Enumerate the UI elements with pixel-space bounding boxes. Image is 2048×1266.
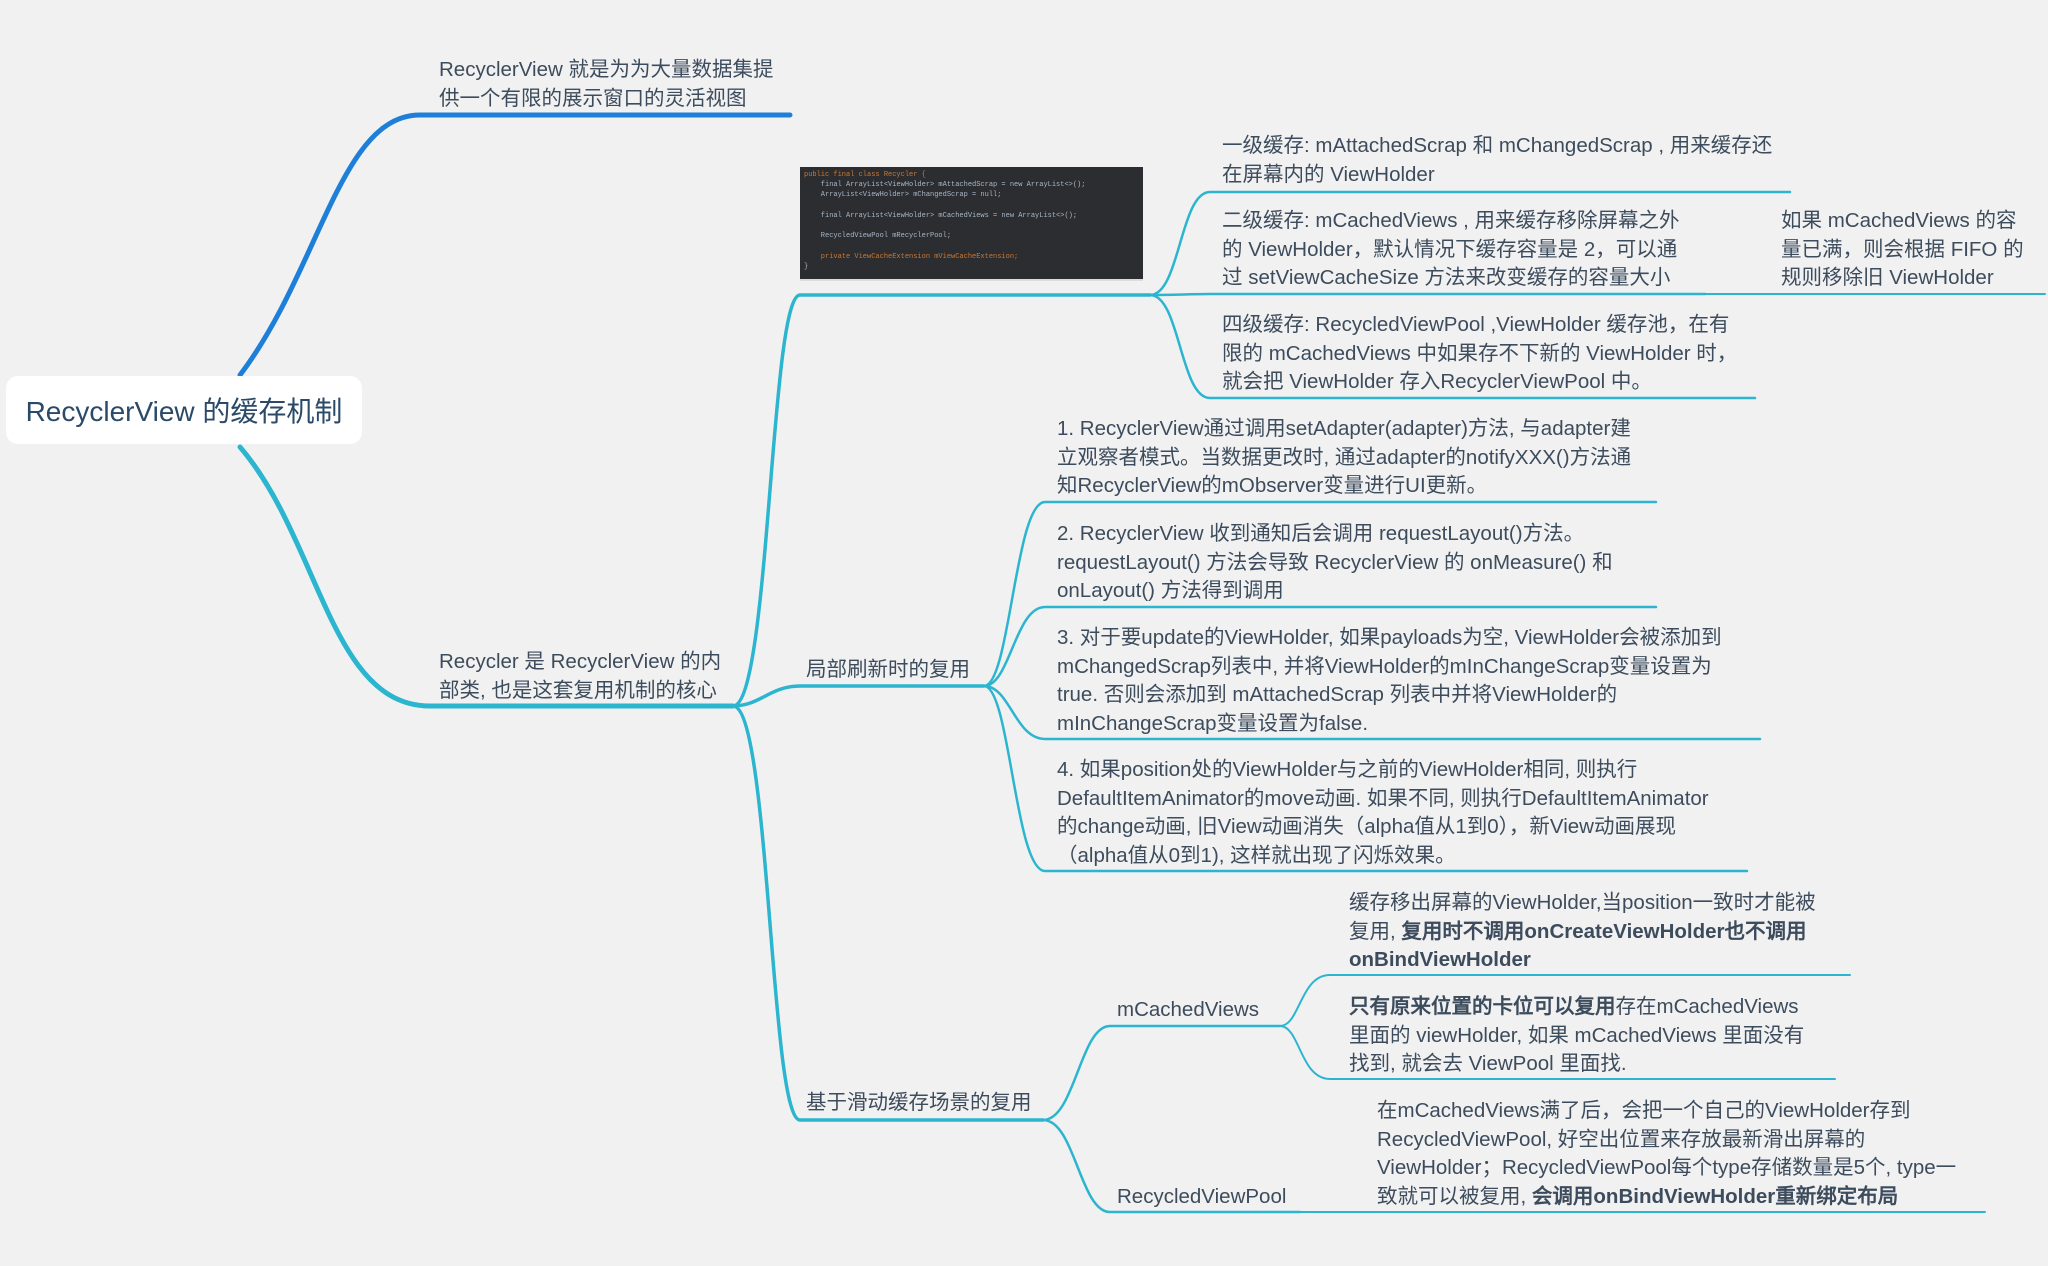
partial-step2-node[interactable]: 2. RecyclerView 收到通知后会调用 requestLayout()… <box>1057 520 1613 606</box>
recycler-line-1: Recycler 是 RecyclerView 的内 <box>439 650 722 673</box>
cache-level1-node[interactable]: 一级缓存: mAttachedScrap 和 mChangedScrap , 用… <box>1222 132 1772 189</box>
branch-root-intro <box>237 112 793 378</box>
level2-note-line-3: 规则移除旧 ViewHolder <box>1781 266 1994 289</box>
level2-line-3: 过 setViewCacheSize 方法来改变缓存的容量大小 <box>1222 266 1671 289</box>
partial-refresh-label: 局部刷新时的复用 <box>806 658 970 681</box>
level4-line-3: 就会把 ViewHolder 存入RecyclerViewPool 中。 <box>1222 370 1652 393</box>
scroll-cache-label: 基于滑动缓存场景的复用 <box>806 1091 1032 1114</box>
cache-level4-node[interactable]: 四级缓存: RecycledViewPool ,ViewHolder 缓存池，在… <box>1222 311 1737 397</box>
partial-step4-node[interactable]: 4. 如果position处的ViewHolder与之前的ViewHolder相… <box>1057 756 1709 870</box>
step3-line-3: true. 否则会添加到 mAttachedScrap 列表中并将ViewHol… <box>1057 683 1618 706</box>
mc-note1-line-1: 缓存移出屏幕的ViewHolder,当position一致时才能被 <box>1349 891 1816 914</box>
pool-note-line-4-bold: 会调用onBindViewHolder重新绑定布局 <box>1531 1184 1899 1208</box>
mcachedviews-note2[interactable]: 只有原来位置的卡位可以复用存在mCachedViews 里面的 viewHold… <box>1349 993 1804 1079</box>
branch-partial-step1 <box>982 500 1658 688</box>
mcachedviews-node[interactable]: mCachedViews <box>1117 996 1259 1025</box>
step4-line-3: 的change动画, 旧View动画消失（alpha值从1到0），新View动画… <box>1057 815 1676 838</box>
cache-level2-node[interactable]: 二级缓存: mCachedViews , 用来缓存移除屏幕之外 的 ViewHo… <box>1222 207 1680 293</box>
code-line-10: } <box>804 262 809 271</box>
level2-line-1: 二级缓存: mCachedViews , 用来缓存移除屏幕之外 <box>1222 209 1680 232</box>
level1-line-2: 在屏幕内的 ViewHolder <box>1222 162 1435 186</box>
pool-note-line-1: 在mCachedViews满了后，会把一个自己的ViewHolder存到 <box>1377 1099 1911 1122</box>
root-label: RecyclerView 的缓存机制 <box>25 396 343 427</box>
level4-line-2: 限的 mCachedViews 中如果存不下新的 ViewHolder 时， <box>1222 341 1738 365</box>
pool-note-line-2: RecycledViewPool, 好空出位置来存放最新滑出屏幕的 <box>1377 1127 1866 1151</box>
step2-line-3: onLayout() 方法得到调用 <box>1057 579 1284 602</box>
scroll-cache-node[interactable]: 基于滑动缓存场景的复用 <box>806 1089 1032 1118</box>
root-node[interactable]: RecyclerView 的缓存机制 <box>6 376 362 444</box>
recycler-node[interactable]: Recycler 是 RecyclerView 的内 部类, 也是这套复用机制的… <box>439 648 721 705</box>
mc-note1-line-3: onBindViewHolder <box>1349 946 1816 975</box>
code-line-9: private ViewCacheExtension mViewCacheExt… <box>804 252 1019 261</box>
branch-scroll-pool <box>1041 1118 1302 1214</box>
intro-line-1: RecyclerView 就是为为大量数据集提 <box>439 58 774 81</box>
level4-line-1: 四级缓存: RecycledViewPool ,ViewHolder 缓存池，在… <box>1222 313 1730 336</box>
mc-note1-line-2: 复用, 复用时不调用onCreateViewHolder也不调用 <box>1349 918 1816 947</box>
mc-note2-line-1: 只有原来位置的卡位可以复用存在mCachedViews <box>1349 993 1804 1022</box>
mc-note2-line-1-plain: 存在mCachedViews <box>1615 995 1799 1018</box>
step4-line-2: DefaultItemAnimator的move动画. 如果不同, 则执行Def… <box>1057 786 1709 810</box>
recycledviewpool-note[interactable]: 在mCachedViews满了后，会把一个自己的ViewHolder存到 Rec… <box>1377 1097 1956 1211</box>
level2-note-line-1: 如果 mCachedViews 的容 <box>1781 209 2017 232</box>
pool-note-line-4-plain: 致就可以被复用, <box>1377 1184 1532 1208</box>
step1-line-2: 立观察者模式。当数据更改时, 通过adapter的notifyXXX()方法通 <box>1057 445 1632 469</box>
code-line-7: RecycledViewPool mRecyclerPool; <box>804 232 952 241</box>
step1-line-1: 1. RecyclerView通过调用setAdapter(adapter)方法… <box>1057 417 1631 440</box>
step2-line-1: 2. RecyclerView 收到通知后会调用 requestLayout()… <box>1057 522 1585 545</box>
branch-partial-step4 <box>982 684 1749 873</box>
level1-line-1: 一级缓存: mAttachedScrap 和 mChangedScrap , 用… <box>1222 134 1773 157</box>
mc-note2-line-1-bold: 只有原来位置的卡位可以复用 <box>1349 995 1616 1018</box>
branch-mcached-note1 <box>1279 974 1851 1027</box>
branch-root-recycler <box>237 444 736 709</box>
recycledviewpool-node[interactable]: RecycledViewPool <box>1117 1183 1286 1212</box>
branch-cache-level1 <box>1148 190 1792 297</box>
pool-note-line-4: 致就可以被复用, 会调用onBindViewHolder重新绑定布局 <box>1377 1183 1956 1212</box>
code-line-3: ArrayList<ViewHolder> mChangedScrap = nu… <box>804 191 1002 200</box>
mc-note1-line-2-plain: 复用, <box>1349 919 1402 943</box>
step3-line-2: mChangedScrap列表中, 并将ViewHolder的mInChange… <box>1057 654 1712 678</box>
step4-line-1: 4. 如果position处的ViewHolder与之前的ViewHolder相… <box>1057 758 1638 781</box>
branch-cache-level2 <box>1148 292 1707 297</box>
code-line-1: public final class Recycler { <box>804 171 926 179</box>
branch-mcached-note2 <box>1279 1025 1836 1080</box>
mc-note1-line-2-bold: 复用时不调用onCreateViewHolder也不调用 <box>1401 919 1807 943</box>
recycler-line-2: 部类, 也是这套复用机制的核心 <box>439 678 717 702</box>
step2-line-2: requestLayout() 方法会导致 RecyclerView 的 onM… <box>1057 550 1613 574</box>
branch-cache-level4 <box>1148 293 1757 400</box>
mcachedviews-note1[interactable]: 缓存移出屏幕的ViewHolder,当position一致时才能被 复用, 复用… <box>1349 889 1816 975</box>
branch-recycler-scroll <box>731 704 1045 1122</box>
mc-note2-line-3: 找到, 就会去 ViewPool 里面找. <box>1349 1052 1627 1075</box>
recycler-code-screenshot: public final class Recycler { final Arra… <box>800 167 1143 281</box>
partial-step1-node[interactable]: 1. RecyclerView通过调用setAdapter(adapter)方法… <box>1057 415 1631 501</box>
mcachedviews-label: mCachedViews <box>1117 998 1260 1021</box>
mc-note1-line-3-bold: onBindViewHolder <box>1349 948 1531 971</box>
code-line-5: final ArrayList<ViewHolder> mCachedViews… <box>804 211 1078 220</box>
branch-recycler-partial <box>731 684 986 708</box>
branch-partial-step3 <box>982 684 1762 741</box>
cache-level2-note[interactable]: 如果 mCachedViews 的容 量已满，则会根据 FIFO 的 规则移除旧… <box>1781 207 2024 293</box>
step4-line-4: （alpha值从0到1), 这样就出现了闪烁效果。 <box>1057 843 1456 867</box>
step1-line-3: 知RecyclerView的mObserver变量进行UI更新。 <box>1057 474 1488 497</box>
pool-note-line-3: ViewHolder；RecycledViewPool每个type存储数量是5个… <box>1377 1156 1957 1179</box>
code-line-2: final ArrayList<ViewHolder> mAttachedScr… <box>804 181 1086 190</box>
intro-line-2: 供一个有限的展示窗口的灵活视图 <box>439 86 747 110</box>
level2-note-line-2: 量已满，则会根据 FIFO 的 <box>1781 237 2024 261</box>
partial-refresh-node[interactable]: 局部刷新时的复用 <box>806 656 970 685</box>
intro-node[interactable]: RecyclerView 就是为为大量数据集提 供一个有限的展示窗口的灵活视图 <box>439 56 774 113</box>
recycledviewpool-label: RecycledViewPool <box>1117 1185 1287 1208</box>
mc-note2-line-2: 里面的 viewHolder, 如果 mCachedViews 里面没有 <box>1349 1023 1805 1047</box>
branch-partial-step2 <box>982 605 1658 688</box>
branch-recycler-cache <box>731 293 1152 708</box>
step3-line-4: mInChangeScrap变量设置为false. <box>1057 711 1369 735</box>
step3-line-1: 3. 对于要update的ViewHolder, 如果payloads为空, V… <box>1057 626 1722 649</box>
partial-step3-node[interactable]: 3. 对于要update的ViewHolder, 如果payloads为空, V… <box>1057 624 1722 738</box>
level2-line-2: 的 ViewHolder，默认情况下缓存容量是 2，可以通 <box>1222 237 1678 261</box>
branch-scroll-mcachedviews <box>1041 1024 1282 1122</box>
